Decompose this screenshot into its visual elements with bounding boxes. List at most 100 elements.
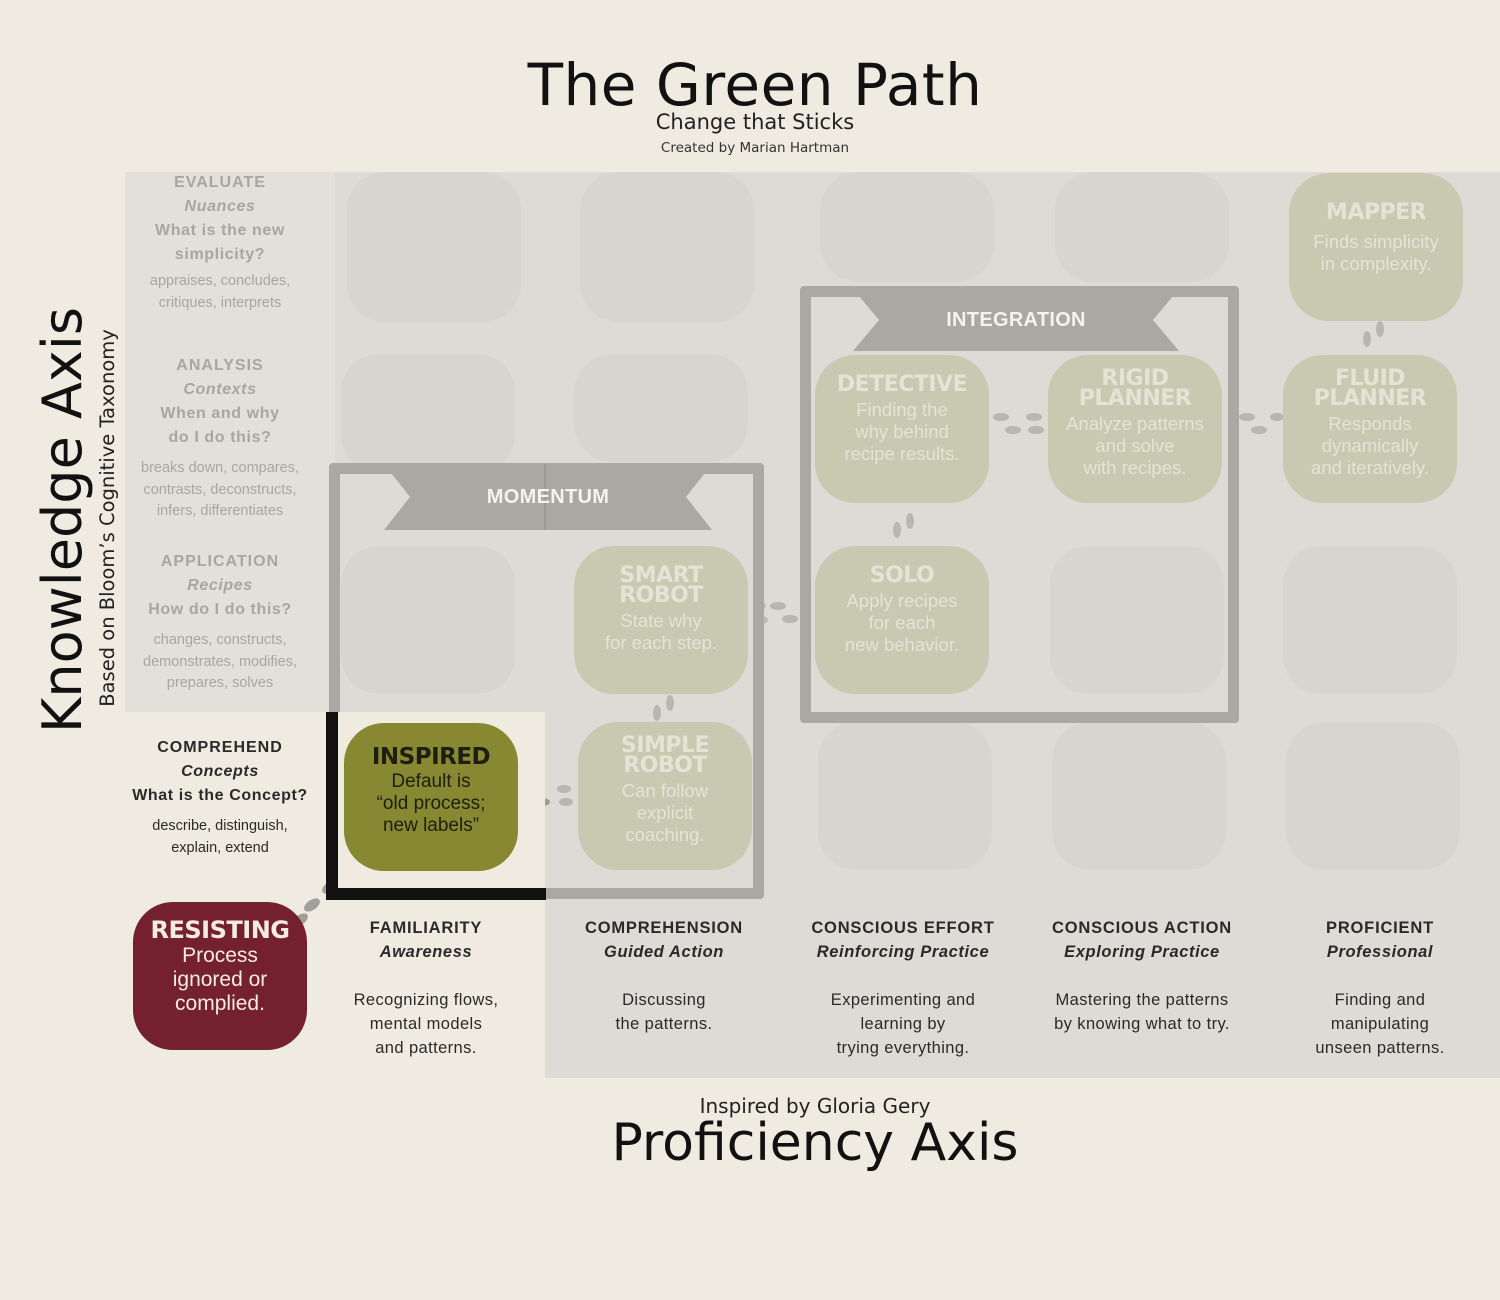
title-line: PLANNER	[1313, 386, 1427, 411]
momentum-label: MOMENTUM	[486, 486, 610, 508]
bloom-level-name: EVALUATE	[174, 174, 266, 191]
bloom-level-evaluate: EVALUATE Nuances What is the new simplic…	[110, 171, 330, 314]
stage-description: Responds dynamically and iteratively.	[1283, 413, 1457, 479]
verbs-line: describe, distinguish,	[152, 818, 288, 834]
description-line: Finds simplicity	[1313, 231, 1439, 252]
description-line: why behind	[855, 421, 949, 442]
grid-cell	[1050, 546, 1224, 694]
description-line: by knowing what to try.	[1054, 1015, 1230, 1033]
proficiency-level-focus: Guided Action	[604, 943, 724, 961]
description-line: coaching.	[625, 824, 705, 845]
momentum-ribbon: MOMENTUM	[384, 464, 712, 530]
title-line: PLANNER	[1078, 386, 1192, 411]
description-line: Experimenting and	[830, 991, 976, 1009]
title-line: ROBOT	[619, 583, 703, 608]
description-line: mental models	[369, 1015, 483, 1033]
bloom-level-focus: Recipes	[187, 577, 253, 594]
bloom-level-question: What is the Concept?	[132, 787, 308, 804]
description-line: “old process;	[376, 793, 486, 814]
bloom-level-question: When and why	[160, 405, 280, 422]
stage-title: SMART ROBOT	[574, 565, 748, 608]
description-line: Finding the	[856, 399, 948, 420]
description-line: Process	[182, 944, 258, 967]
bloom-level-name: APPLICATION	[160, 553, 280, 570]
page-title: The Green Path	[527, 51, 983, 119]
description-line: and iteratively.	[1311, 457, 1429, 478]
stage-description: Finding the why behind recipe results.	[815, 399, 989, 465]
title-line: RIGID	[1101, 366, 1169, 391]
bloom-level-focus: Concepts	[181, 763, 259, 780]
stage-title: INSPIRED	[371, 744, 491, 770]
proficiency-level-name: CONSCIOUS ACTION	[1052, 919, 1232, 937]
grid-cell	[1283, 546, 1457, 694]
description-line: with recipes.	[1083, 457, 1187, 478]
stage-description: Can follow explicit coaching.	[578, 780, 752, 846]
stage-title: SIMPLE ROBOT	[578, 733, 752, 777]
stage-description: Finds simplicity in complexity.	[1289, 231, 1463, 275]
description-line: and patterns.	[375, 1039, 477, 1057]
verbs-line: prepares, solves	[166, 675, 274, 691]
proficiency-level-focus: Awareness	[379, 943, 473, 961]
grid-cell	[1055, 172, 1229, 282]
stage-simple-robot: SIMPLE ROBOT Can follow explicit coachin…	[578, 722, 752, 870]
bloom-level-name: COMPREHEND	[157, 739, 283, 756]
stage-description: Analyze patterns and solve with recipes.	[1048, 413, 1222, 479]
bloom-level-application: APPLICATION Recipes How do I do this? ch…	[110, 550, 330, 695]
stage-description: Default is “old process; new labels”	[344, 771, 518, 837]
bloom-level-analysis: ANALYSIS Contexts When and why do I do t…	[110, 354, 330, 523]
description-line: Apply recipes	[846, 590, 958, 611]
grid-cell	[1052, 722, 1226, 870]
description-line: Mastering the patterns	[1055, 991, 1229, 1009]
description-line: learning by	[860, 1015, 946, 1033]
description-line: unseen patterns.	[1315, 1039, 1445, 1057]
integration-ribbon: INTEGRATION	[853, 289, 1179, 355]
bloom-level-verbs: changes, constructs, demonstrates, modif…	[110, 630, 330, 695]
stage-title: FLUID PLANNER	[1283, 368, 1457, 411]
proficiency-level-description: Finding and manipulating unseen patterns…	[1265, 988, 1495, 1060]
stage-fluid-planner: FLUID PLANNER Responds dynamically and i…	[1283, 355, 1457, 503]
proficiency-level-focus: Exploring Practice	[1064, 943, 1220, 961]
bloom-level-question: do I do this?	[168, 429, 272, 446]
proficiency-level-focus: Professional	[1326, 943, 1434, 961]
description-line: Responds	[1328, 413, 1412, 434]
proficiency-level-name: PROFICIENT	[1326, 919, 1434, 937]
proficiency-level-conscious-effort: CONSCIOUS EFFORT Reinforcing Practice Ex…	[788, 916, 1018, 1060]
page-subtitle: Change that Sticks	[655, 110, 855, 134]
verbs-line: demonstrates, modifies,	[143, 653, 297, 670]
stage-smart-robot: SMART ROBOT State why for each step.	[574, 546, 748, 694]
description-line: the patterns.	[615, 1015, 713, 1033]
description-line: Default is	[391, 771, 471, 792]
proficiency-level-proficient: PROFICIENT Professional Finding and mani…	[1265, 916, 1495, 1060]
author-credit: Created by Marian Hartman	[660, 140, 850, 156]
verbs-line: breaks down, compares,	[141, 460, 299, 476]
proficiency-level-description: Mastering the patterns by knowing what t…	[1027, 988, 1257, 1036]
stage-inspired: INSPIRED Default is “old process; new la…	[344, 723, 518, 871]
description-line: ignored or	[172, 968, 268, 991]
familiarity-frame-bottom	[326, 888, 546, 900]
grid-cell	[580, 172, 754, 322]
bloom-label-panel	[125, 172, 335, 712]
description-line: Analyze patterns	[1066, 413, 1204, 434]
description-line: Recognizing flows,	[353, 991, 499, 1009]
proficiency-level-conscious-action: CONSCIOUS ACTION Exploring Practice Mast…	[1027, 916, 1257, 1036]
stage-description: Apply recipes for each new behavior.	[815, 590, 989, 656]
description-line: in complexity.	[1320, 253, 1432, 274]
stage-mapper: MAPPER Finds simplicity in complexity.	[1289, 173, 1463, 321]
stage-solo: SOLO Apply recipes for each new behavior…	[815, 546, 989, 694]
proficiency-axis-inspiration: Inspired by Gloria Gery	[699, 1094, 931, 1118]
proficiency-level-description: Discussing the patterns.	[549, 988, 779, 1036]
stage-resisting: RESISTING Process ignored or complied.	[133, 902, 307, 1050]
proficiency-level-name: FAMILIARITY	[369, 919, 483, 937]
verbs-line: changes, constructs,	[153, 632, 287, 648]
stage-title: MAPPER	[1325, 200, 1427, 225]
proficiency-level-familiarity: FAMILIARITY Awareness Recognizing flows,…	[311, 916, 541, 1060]
verbs-line: contrasts, deconstructs,	[143, 481, 297, 498]
bloom-level-question: How do I do this?	[148, 601, 292, 618]
stage-description: Process ignored or complied.	[133, 944, 307, 1016]
stage-rigid-planner: RIGID PLANNER Analyze patterns and solve…	[1048, 355, 1222, 503]
description-line: new behavior.	[844, 634, 960, 655]
proficiency-axis-title: Proficiency Axis	[611, 1113, 1019, 1173]
title-line: SIMPLE	[620, 733, 710, 758]
grid-cell	[820, 172, 994, 282]
familiarity-frame-left	[326, 712, 338, 900]
